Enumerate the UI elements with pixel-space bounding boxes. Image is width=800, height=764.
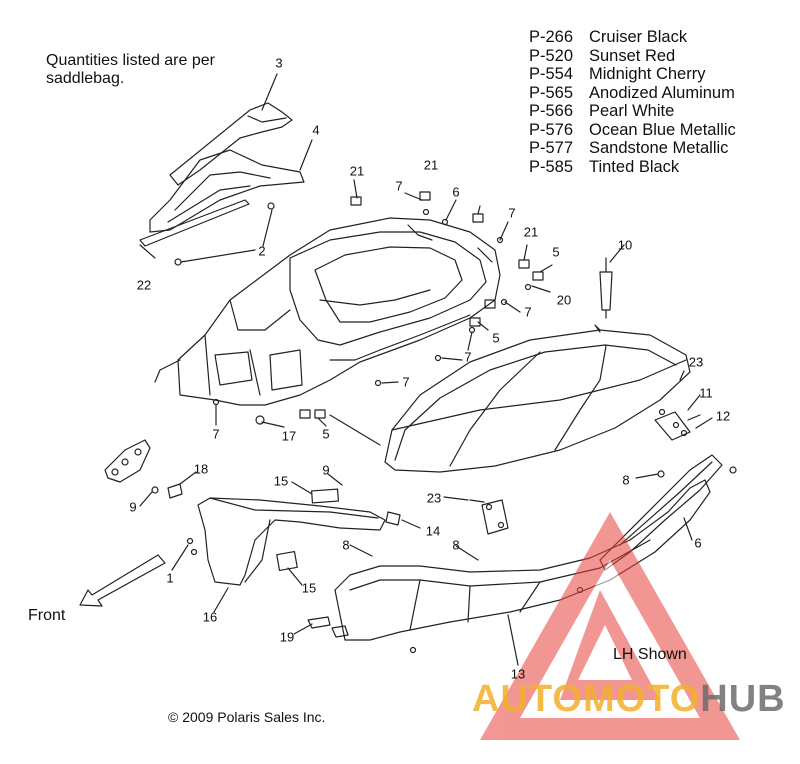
part-22-strip: [139, 199, 250, 247]
part-10-strut: [599, 271, 613, 311]
part-16-front-cover: [197, 497, 386, 586]
callout-label: 17: [281, 428, 297, 444]
callout-label: 8: [452, 537, 460, 553]
watermark-triangle: [480, 512, 740, 740]
legend-code: P-554: [529, 65, 574, 83]
color-code-legend: P-266 Cruiser Black P-520 Sunset Red P-554…: [529, 28, 736, 176]
legend-row: P-576 Ocean Blue Metallic: [529, 121, 736, 140]
quantity-note: Quantities listed are per saddlebag.: [46, 52, 215, 87]
callout-label: 15: [301, 580, 317, 596]
legend-name: Anodized Aluminum: [589, 83, 735, 102]
callout-label: 13: [510, 666, 526, 682]
callout-label: 12: [715, 408, 731, 424]
callout-label: 7: [402, 374, 410, 390]
callout-label: 2: [258, 243, 266, 259]
front-arrow: [79, 554, 166, 607]
legend-name: Sandstone Metallic: [589, 139, 729, 157]
legend-name: Pearl White: [589, 102, 675, 120]
callout-label: 8: [622, 472, 630, 488]
watermark-part: HUB: [700, 678, 786, 720]
callout-label: 7: [508, 205, 516, 221]
callout-label: 22: [136, 277, 152, 293]
callout-label: 23: [688, 354, 704, 370]
legend-code: P-576: [529, 120, 574, 139]
legend-row: P-266 Cruiser Black: [529, 28, 736, 47]
bracket-plate: [104, 439, 151, 483]
legend-code: P-585: [529, 157, 574, 176]
legend-row: P-565 Anodized Aluminum: [529, 84, 736, 103]
callout-label: 9: [322, 462, 330, 478]
callout-label: 5: [492, 330, 500, 346]
callout-label: 3: [275, 55, 283, 71]
legend-row: P-554 Midnight Cherry: [529, 65, 736, 84]
callout-label: 6: [452, 184, 460, 200]
legend-name: Tinted Black: [589, 157, 680, 176]
callout-label: 19: [279, 629, 295, 645]
legend-code: P-520: [529, 46, 574, 65]
callout-label: 5: [552, 244, 560, 260]
lh-shown-label: LH Shown: [613, 646, 687, 663]
saddlebag-body: [177, 217, 501, 406]
part-3-trim: [169, 102, 293, 186]
legend-name: Sunset Red: [589, 46, 676, 65]
legend-name: Midnight Cherry: [589, 65, 706, 83]
callout-label: 7: [395, 178, 403, 194]
callout-label: 7: [464, 349, 472, 365]
callout-label: 21: [523, 224, 539, 240]
callout-label: 11: [699, 385, 713, 401]
legend-row: P-585 Tinted Black: [529, 158, 736, 177]
legend-name: Ocean Blue Metallic: [589, 120, 736, 139]
callout-label: 7: [524, 304, 532, 320]
watermark-text: AUTOMOTOHUB: [472, 678, 786, 721]
legend-code: P-266: [529, 28, 574, 46]
callout-label: 6: [694, 535, 702, 551]
legend-code: P-565: [529, 83, 574, 102]
legend-code: P-577: [529, 139, 574, 157]
callout-label: 18: [193, 461, 209, 477]
legend-row: P-566 Pearl White: [529, 102, 736, 121]
callout-label: 8: [342, 537, 350, 553]
callout-label: 23: [426, 490, 442, 506]
callout-label: 16: [202, 609, 218, 625]
callout-label: 5: [322, 426, 330, 442]
legend-row: P-577 Sandstone Metallic: [529, 139, 736, 158]
callout-label: 10: [617, 237, 633, 253]
legend-name: Cruiser Black: [589, 28, 688, 46]
callout-label: 9: [129, 499, 137, 515]
callout-label: 20: [556, 292, 572, 308]
legend-code: P-566: [529, 102, 574, 120]
callout-label: 21: [349, 163, 365, 179]
callout-label: 15: [273, 473, 289, 489]
callout-label: 7: [212, 426, 220, 442]
watermark-part: MOTO: [582, 678, 701, 720]
part-23-liner: [384, 329, 691, 473]
callout-label: 4: [312, 122, 320, 138]
part-11-bracket: [654, 411, 691, 441]
callout-label: 14: [425, 523, 441, 539]
legend-row: P-520 Sunset Red: [529, 47, 736, 66]
callout-label: 21: [423, 157, 439, 173]
callout-label: 1: [166, 570, 174, 586]
watermark-part: AUTO: [472, 678, 583, 720]
copyright: © 2009 Polaris Sales Inc.: [168, 709, 326, 725]
part-4-trim: [149, 149, 305, 233]
front-label: Front: [28, 607, 66, 624]
part-13-cover: [334, 479, 711, 641]
